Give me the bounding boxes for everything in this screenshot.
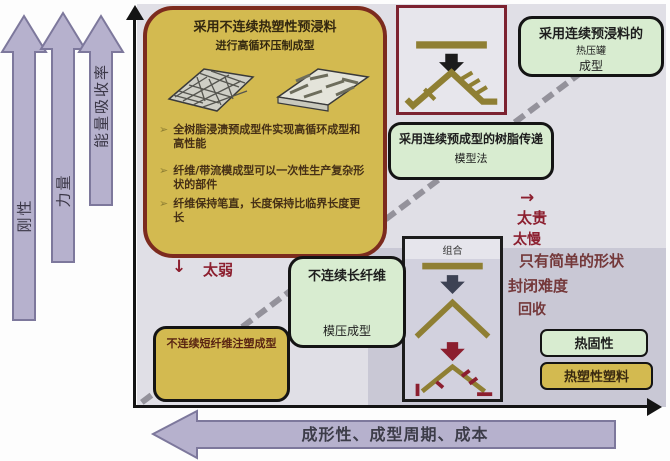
x-axis-trend-label: 成形性、成型周期、成本	[301, 425, 489, 444]
y-axis-arrowhead-icon	[126, 5, 144, 20]
bullet-text: 纤维保持笔直，长度保持比临界长度更长	[173, 197, 361, 225]
thermoset-box: 热固性	[540, 329, 648, 357]
bullet-arrow-icon: ➢	[159, 197, 169, 211]
short-fiber-line1: 不连续短纤维注塑成型	[166, 337, 277, 350]
energy-absorption-arrow	[77, 14, 125, 206]
bullet-arrow-icon: ➢	[159, 164, 169, 178]
recycling-label: 回收	[518, 302, 546, 318]
rtm-line2: 模型法	[454, 152, 488, 165]
hot-press-title-line1: 采用不连续热塑性预浸料	[193, 20, 337, 35]
bullet-arrow-icon: ➢	[159, 123, 169, 136]
press-icon-box	[396, 5, 507, 115]
hot-press-bullet-2: ➢ 纤维/带流模成型可以一次性生产复杂形状的部件	[159, 164, 371, 192]
too-weak-arrow-icon: ↓	[172, 257, 187, 277]
x-axis	[134, 405, 650, 408]
thermoplastic-box: 热塑性塑料	[540, 362, 653, 390]
chopped-tape-plate-image	[275, 68, 370, 112]
y-axis	[133, 18, 136, 408]
random-fiber-mat-image	[167, 68, 255, 112]
combination-label: 组合	[405, 239, 500, 259]
too-weak-label: 太弱	[203, 261, 234, 279]
thermoplastic-label: 热塑性塑料	[563, 370, 629, 385]
energy-absorption-label: 能量吸收率	[92, 63, 111, 149]
hot-press-callout-box: 采用不连续热塑性预浸料 进行高循环压制成型	[143, 6, 387, 258]
press-die-icon	[404, 41, 498, 111]
hot-press-bullet-3: ➢ 纤维保持笔直，长度保持比临界长度更长	[159, 197, 371, 225]
autoclave-line2: 热压罐	[576, 46, 606, 57]
too-slow-label: 太慢	[513, 232, 541, 248]
hot-press-bullet-1: ➢ 全树脂浸渍预成型件实现高循环成型和高性能	[159, 123, 371, 151]
bullet-text: 全树脂浸渍预成型件实现高循环成型和高性能	[173, 123, 361, 151]
rigidity-arrow	[0, 14, 48, 321]
y-property-arrows	[0, 11, 125, 321]
rtm-line1: 采用连续预成型的树脂传递	[398, 132, 543, 146]
strength-label: 力量	[54, 173, 73, 208]
strength-arrow	[39, 11, 87, 263]
autoclave-line1: 采用连续预浸料的	[538, 27, 643, 42]
closing-difficulty-label: 封闭难度	[508, 277, 569, 295]
simple-shapes-label: 只有简单的形状	[519, 252, 625, 270]
bullet-text: 纤维/带流模成型可以一次性生产复杂形状的部件	[173, 164, 365, 192]
x-axis-trend-arrow	[150, 409, 616, 460]
rtm-box: 采用连续预成型的树脂传递 模型法	[388, 122, 554, 180]
long-fiber-box: 不连续长纤维 模压成型	[288, 256, 406, 348]
short-fiber-box: 不连续短纤维注塑成型	[153, 326, 290, 402]
long-fiber-line1: 不连续长纤维	[307, 269, 386, 284]
long-fiber-line2: 模压成型	[322, 324, 371, 338]
too-expensive-arrow-icon: →	[520, 188, 535, 208]
rigidity-label: 刚性	[15, 198, 34, 233]
x-axis-arrowhead-icon	[647, 398, 662, 416]
too-expensive-label: 太贵	[517, 209, 548, 227]
hot-press-title-line2: 进行高循环压制成型	[215, 39, 315, 52]
autoclave-box: 采用连续预浸料的 热压罐 成型	[518, 16, 664, 77]
autoclave-line3: 成型	[578, 59, 603, 73]
combination-press-icon	[414, 262, 493, 397]
combination-box: 组合	[402, 236, 503, 402]
thermoset-label: 热固性	[574, 337, 614, 352]
